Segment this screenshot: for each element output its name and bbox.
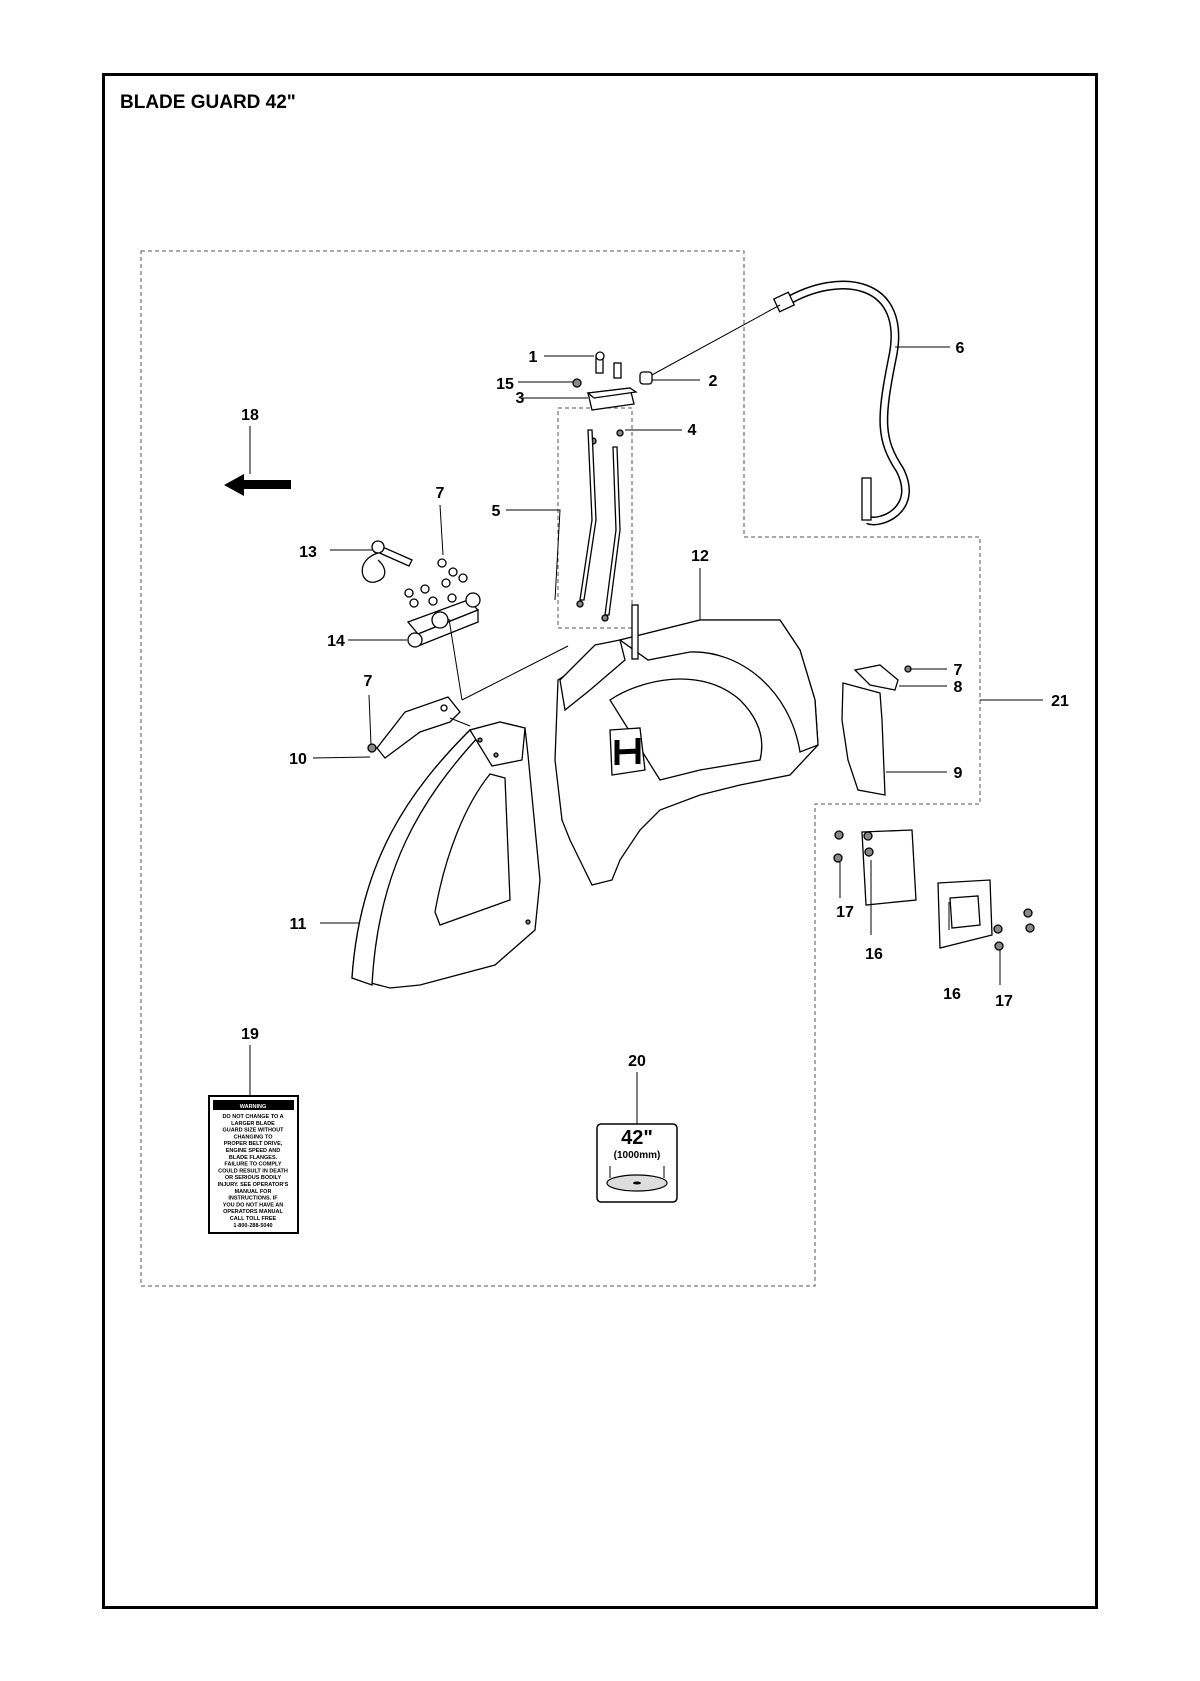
callout-7b: 7	[364, 673, 373, 690]
callout-17a: 17	[836, 904, 854, 921]
callout-20: 20	[628, 1053, 646, 1070]
callout-16a: 16	[865, 946, 883, 963]
warning-decal-line: OPERATORS MANUAL	[223, 1209, 283, 1215]
part-bracket	[367, 696, 471, 759]
direction-arrow-icon	[224, 474, 291, 496]
part-mounting-plates	[833, 829, 1035, 951]
callout-2: 2	[709, 373, 718, 390]
part-rods	[576, 429, 621, 622]
part-size-decal: 42" (1000mm)	[596, 1123, 678, 1203]
callout-10: 10	[289, 751, 307, 768]
page-title: BLADE GUARD 42"	[120, 92, 296, 113]
warning-decal-line: 1-800-288-5040	[233, 1223, 272, 1229]
warning-decal-line: LARGER BLADE	[231, 1121, 275, 1127]
callout-19: 19	[241, 1026, 259, 1043]
part-lock-pin	[361, 540, 413, 583]
callout-17b: 17	[995, 993, 1013, 1010]
callout-6: 6	[956, 340, 965, 357]
warning-decal-line: INJURY. SEE OPERATOR'S	[218, 1182, 289, 1188]
warning-decal-line: PROPER BELT DRIVE,	[224, 1141, 283, 1147]
warning-decal-line: COULD RESULT IN DEATH	[218, 1168, 288, 1174]
warning-decal-line: MANUAL FOR	[235, 1189, 272, 1195]
part-hinge	[404, 558, 569, 701]
warning-decal-line: GUARD SIZE WITHOUT	[222, 1128, 284, 1134]
callout-4: 4	[688, 422, 697, 439]
size-decal-inches: 42"	[621, 1127, 653, 1149]
warning-decal-line: YOU DO NOT HAVE AN	[223, 1202, 284, 1208]
part-hose	[649, 280, 910, 526]
callout-13: 13	[299, 544, 317, 561]
warning-decal-line: CALL TOLL FREE	[230, 1216, 277, 1222]
warning-decal-line: INSTRUCTIONS. IF	[228, 1196, 278, 1202]
warning-decal-line: ENGINE SPEED AND	[226, 1148, 281, 1154]
callout-9: 9	[954, 765, 963, 782]
callout-3: 3	[516, 390, 525, 407]
callout-8: 8	[954, 679, 963, 696]
kit-boundary-outline	[140, 250, 981, 1287]
part-flap	[841, 664, 912, 796]
callout-5: 5	[492, 503, 501, 520]
page-frame	[102, 73, 1098, 1609]
part-main-guard	[554, 604, 819, 886]
warning-decal-line: FAILURE TO COMPLY	[224, 1162, 281, 1168]
callout-leaders	[249, 346, 1043, 1124]
warning-decal-line: DO NOT CHANGE TO A	[222, 1114, 283, 1120]
callout-16b: 16	[943, 986, 961, 1003]
callout-14: 14	[327, 633, 345, 650]
callout-15: 15	[496, 376, 514, 393]
callout-21: 21	[1051, 693, 1069, 710]
size-decal-mm: (1000mm)	[614, 1150, 661, 1161]
callout-7c: 7	[954, 662, 963, 679]
warning-decal-line: OR SERIOUS BODILY	[225, 1175, 282, 1181]
callout-numbers: 1 2 3 4 5 6 7 7 7 8 9 10 11 12 13 14 15 …	[241, 340, 1069, 1070]
warning-decal-header: WARNING	[240, 1104, 267, 1110]
part-outer-guard	[351, 721, 541, 989]
callout-7a: 7	[436, 485, 445, 502]
callout-12: 12	[691, 548, 709, 565]
warning-decal-line: CHANGING TO	[233, 1134, 273, 1140]
callout-11: 11	[290, 916, 307, 933]
warning-decal-line: BLADE FLANGES.	[229, 1155, 278, 1161]
callout-1: 1	[529, 349, 538, 366]
callout-18: 18	[241, 407, 259, 424]
